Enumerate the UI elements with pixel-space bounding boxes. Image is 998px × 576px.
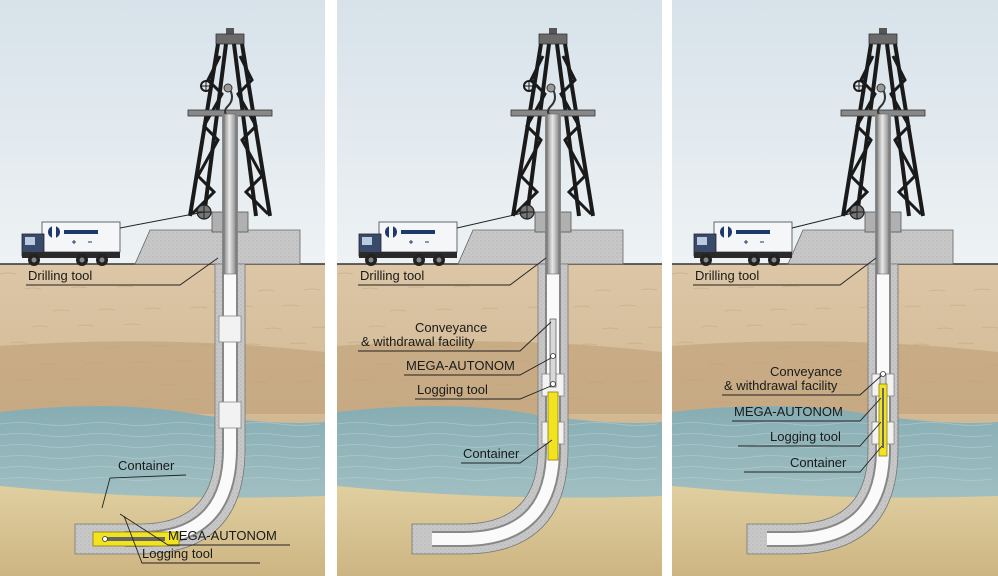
- rig-platform: [787, 229, 954, 265]
- clay-layer: [337, 341, 662, 414]
- panel-3: [672, 0, 998, 576]
- water-layer: [337, 405, 662, 498]
- leader-logging-tool: [738, 421, 882, 447]
- leader-mega-autonom: [732, 397, 882, 422]
- leader-drilling-tool: [26, 257, 219, 286]
- logging-cable: [791, 211, 858, 229]
- leader-container: [744, 445, 883, 473]
- leader-container: [461, 439, 553, 464]
- kelly-pipe: [546, 113, 560, 275]
- label-mega-autonom: MEGA-AUTONOM: [406, 358, 515, 373]
- label-withdrawal-facility: & withdrawal facility: [361, 334, 475, 349]
- label-logging-tool: Logging tool: [417, 382, 488, 397]
- label-drilling-tool: Drilling tool: [28, 268, 92, 283]
- label-withdrawal-facility: & withdrawal facility: [724, 378, 838, 393]
- kelly-pipe: [876, 113, 890, 275]
- clay-layer: [672, 341, 998, 414]
- label-conveyance: Conveyance: [770, 364, 842, 379]
- label-container: Container: [790, 455, 847, 470]
- leader-drilling-tool: [358, 257, 547, 286]
- conveyance-facility: [549, 318, 557, 388]
- mega-autonom-tool: [882, 388, 884, 448]
- panel-2: [337, 0, 662, 576]
- leader-container: [101, 474, 187, 509]
- label-container: Container: [118, 458, 175, 473]
- leader-drilling-tool: [693, 257, 877, 286]
- panel-1: [0, 0, 325, 576]
- label-mega-autonom: MEGA-AUTONOM: [734, 404, 843, 419]
- label-logging-tool: Logging tool: [142, 546, 213, 561]
- sky: [337, 0, 662, 264]
- leader-logging-tool: [415, 385, 552, 400]
- mega-autonom-tool: [105, 537, 165, 541]
- label-drilling-tool: Drilling tool: [695, 268, 759, 283]
- leader-conveyance: [722, 375, 882, 396]
- label-container: Container: [463, 446, 520, 461]
- logging-cable: [119, 211, 205, 229]
- leader-conveyance: [358, 321, 552, 352]
- label-drilling-tool: Drilling tool: [360, 268, 424, 283]
- clay-layer: [0, 341, 325, 414]
- sky: [672, 0, 998, 264]
- leader-mega-autonom: [119, 513, 290, 546]
- label-conveyance: Conveyance: [415, 320, 487, 335]
- logging-cable: [456, 211, 528, 229]
- kelly-pipe: [223, 113, 237, 275]
- container-tool: [547, 391, 559, 461]
- leader-logging-tool: [123, 515, 260, 564]
- label-logging-tool: Logging tool: [770, 429, 841, 444]
- water-layer: [672, 405, 998, 498]
- rig-platform: [457, 229, 624, 265]
- label-mega-autonom: MEGA-AUTONOM: [168, 528, 277, 543]
- leader-mega-autonom: [404, 357, 552, 376]
